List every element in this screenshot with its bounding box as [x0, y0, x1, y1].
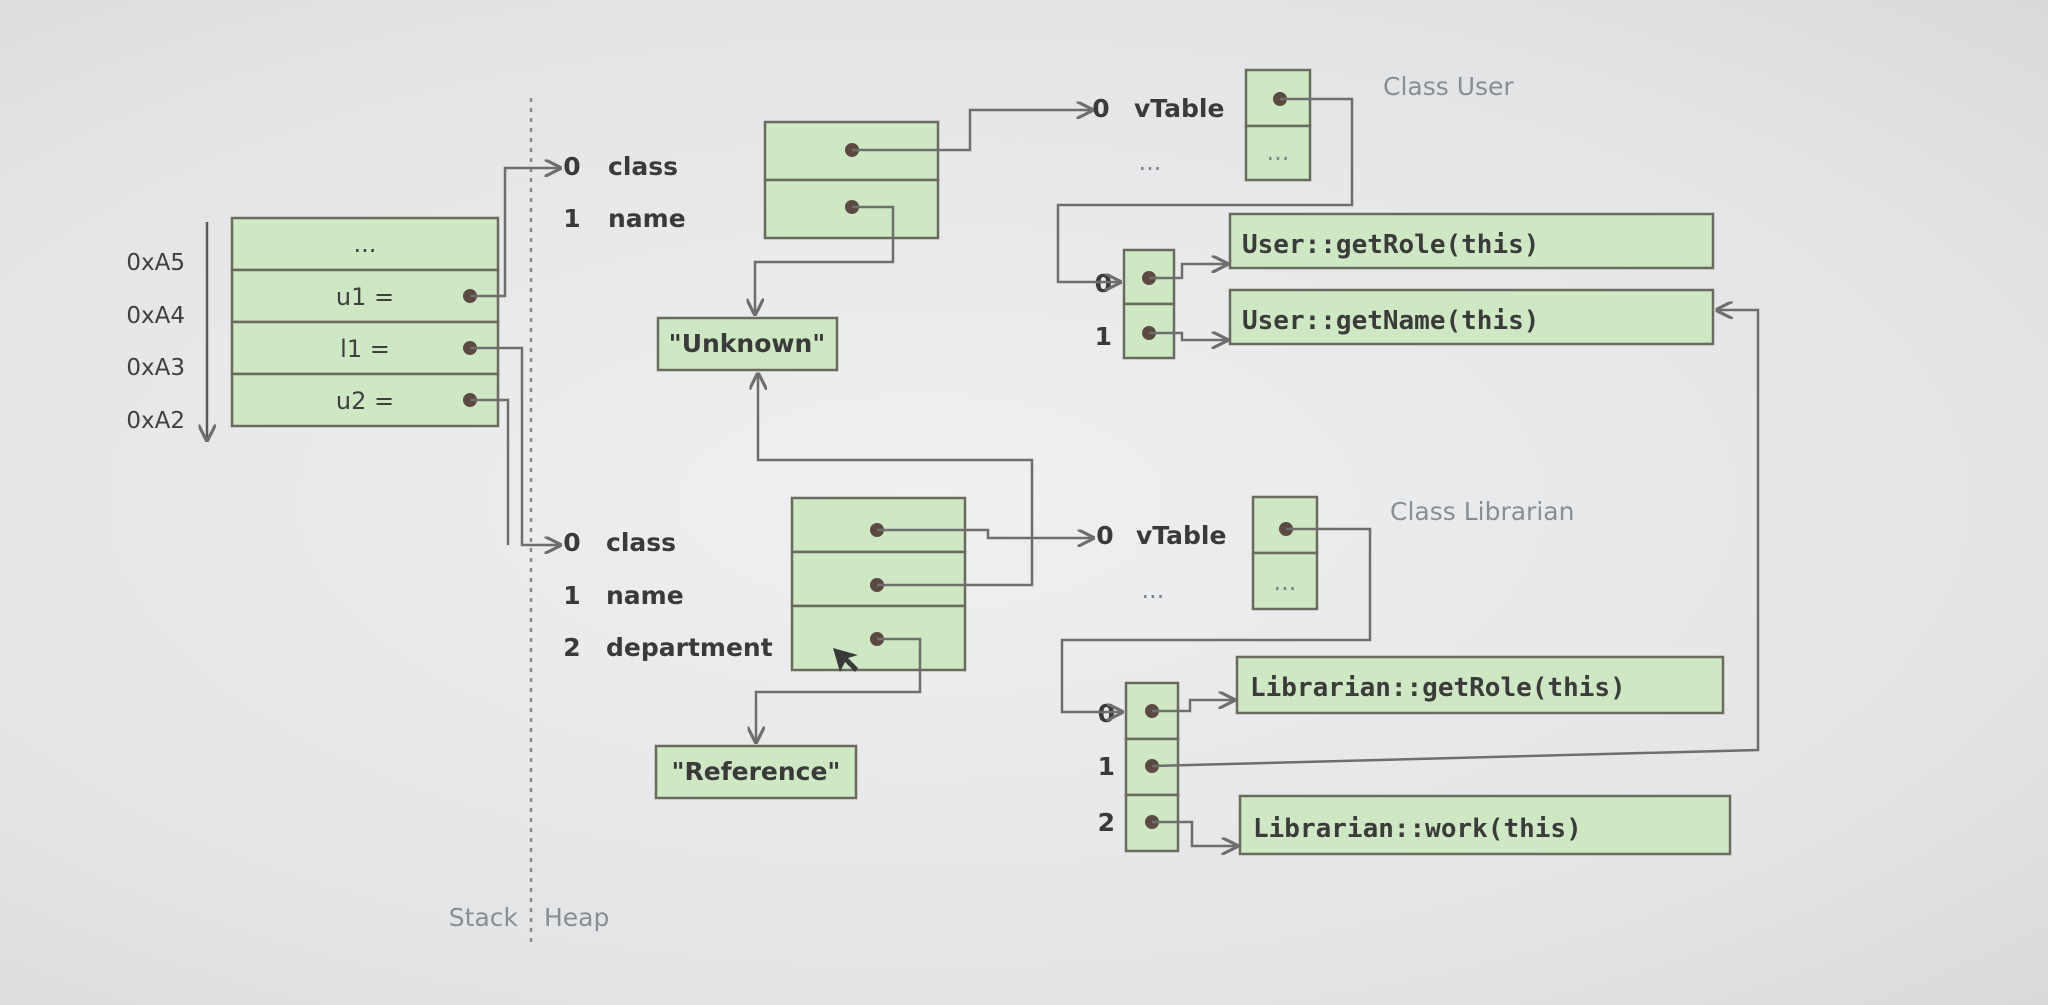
field-name-class: class: [608, 152, 678, 181]
method-librarian-getrole: Librarian::getRole(this): [1250, 673, 1626, 703]
pointer-arrows: [470, 97, 1760, 846]
method-librarian-work: Librarian::work(this): [1253, 814, 1582, 844]
stack-cell-text: l1 =: [340, 335, 390, 363]
vtable-index: 0: [1095, 269, 1112, 298]
stack-cell-text: u1 =: [336, 283, 394, 311]
arrow-slot-to-method: [1152, 700, 1234, 713]
method-box: [1228, 288, 1715, 346]
stack-cell-ellipsis: [230, 216, 500, 272]
field-index: 0: [563, 152, 580, 181]
stack-cell-text: u2 =: [336, 387, 394, 415]
arrow-librarian-vtable: [1060, 527, 1372, 712]
stack-frame: 0xA5 0xA4 0xA3 0xA2 ... u1 = l1 = u2 =: [126, 216, 500, 440]
vtable-index: 0: [1098, 699, 1115, 728]
address-0xa4: 0xA4: [126, 303, 185, 329]
stack-caption: Stack: [449, 903, 519, 932]
class-row-ellipsis: ...: [1142, 576, 1165, 604]
class-user-cell-ellipsis: [1244, 124, 1312, 182]
class-row-vtable: vTable: [1134, 94, 1224, 123]
vtable-index: 1: [1095, 322, 1112, 351]
heap-caption: Heap: [544, 903, 609, 932]
class-librarian: Class Librarian 0 vTable ... ... 0 1 2 L…: [1096, 495, 1732, 856]
arrow-user-class-to-vtable: [852, 110, 1092, 152]
class-row-vtable: vTable: [1136, 521, 1226, 550]
field-index: 2: [563, 633, 580, 662]
arrow-librarian-slot1-to-user-getname: [1151, 310, 1760, 768]
arrow-slot-to-method: [1152, 820, 1237, 846]
class-librarian-title: Class Librarian: [1390, 497, 1574, 526]
method-user-getrole: User::getRole(this): [1242, 230, 1539, 260]
class-row-ellipsis: ...: [1139, 148, 1162, 176]
field-index: 1: [563, 204, 580, 233]
class-user-title: Class User: [1383, 72, 1514, 101]
stack-cell-text: ...: [354, 230, 377, 258]
arrow-u2-to-librarian: [470, 398, 510, 545]
class-row-index: 0: [1092, 94, 1109, 123]
arrow-department-to-reference: [756, 637, 922, 742]
field-index: 0: [563, 528, 580, 557]
string-reference-box: [654, 744, 858, 800]
class-row-index: 0: [1096, 521, 1113, 550]
mouse-cursor-icon: [833, 648, 858, 672]
vtable-index: 1: [1098, 752, 1115, 781]
address-0xa2: 0xA2: [126, 408, 185, 434]
vtable-index: 2: [1098, 808, 1115, 837]
method-user-getname: User::getName(this): [1242, 306, 1539, 336]
string-reference: "Reference": [672, 757, 841, 786]
method-box: [1235, 655, 1725, 715]
address-0xa5: 0xA5: [126, 250, 185, 276]
cell-ellipsis: ...: [1267, 138, 1290, 166]
arrow-slot-to-method: [1149, 333, 1227, 340]
arrow-user-vtable: [1056, 97, 1354, 282]
arrow-user-name-to-unknown: [755, 205, 895, 314]
user-object: 0 class 1 name: [563, 120, 940, 240]
string-unknown-box: [656, 316, 839, 372]
arrow-u1-to-user: [470, 168, 560, 298]
field-name-class: class: [606, 528, 676, 557]
arrow-l1-to-librarian: [470, 346, 560, 545]
arrow-slot-to-method: [1149, 264, 1227, 280]
address-0xa3: 0xA3: [126, 355, 185, 381]
field-name-department: department: [606, 633, 773, 662]
arrow-librarian-name-to-unknown: [758, 374, 1034, 587]
field-name-name: name: [606, 581, 684, 610]
string-unknown: "Unknown": [669, 329, 826, 358]
class-librarian-cell-ellipsis: [1251, 551, 1319, 611]
arrow-librarian-class-to-vtable: [877, 528, 1093, 538]
class-user: Class User 0 vTable ... ... 0 1 User::ge…: [1092, 68, 1715, 360]
cell-ellipsis: ...: [1274, 568, 1297, 596]
method-box: [1238, 794, 1732, 856]
field-index: 1: [563, 581, 580, 610]
method-box: [1228, 212, 1715, 270]
field-name-name: name: [608, 204, 686, 233]
